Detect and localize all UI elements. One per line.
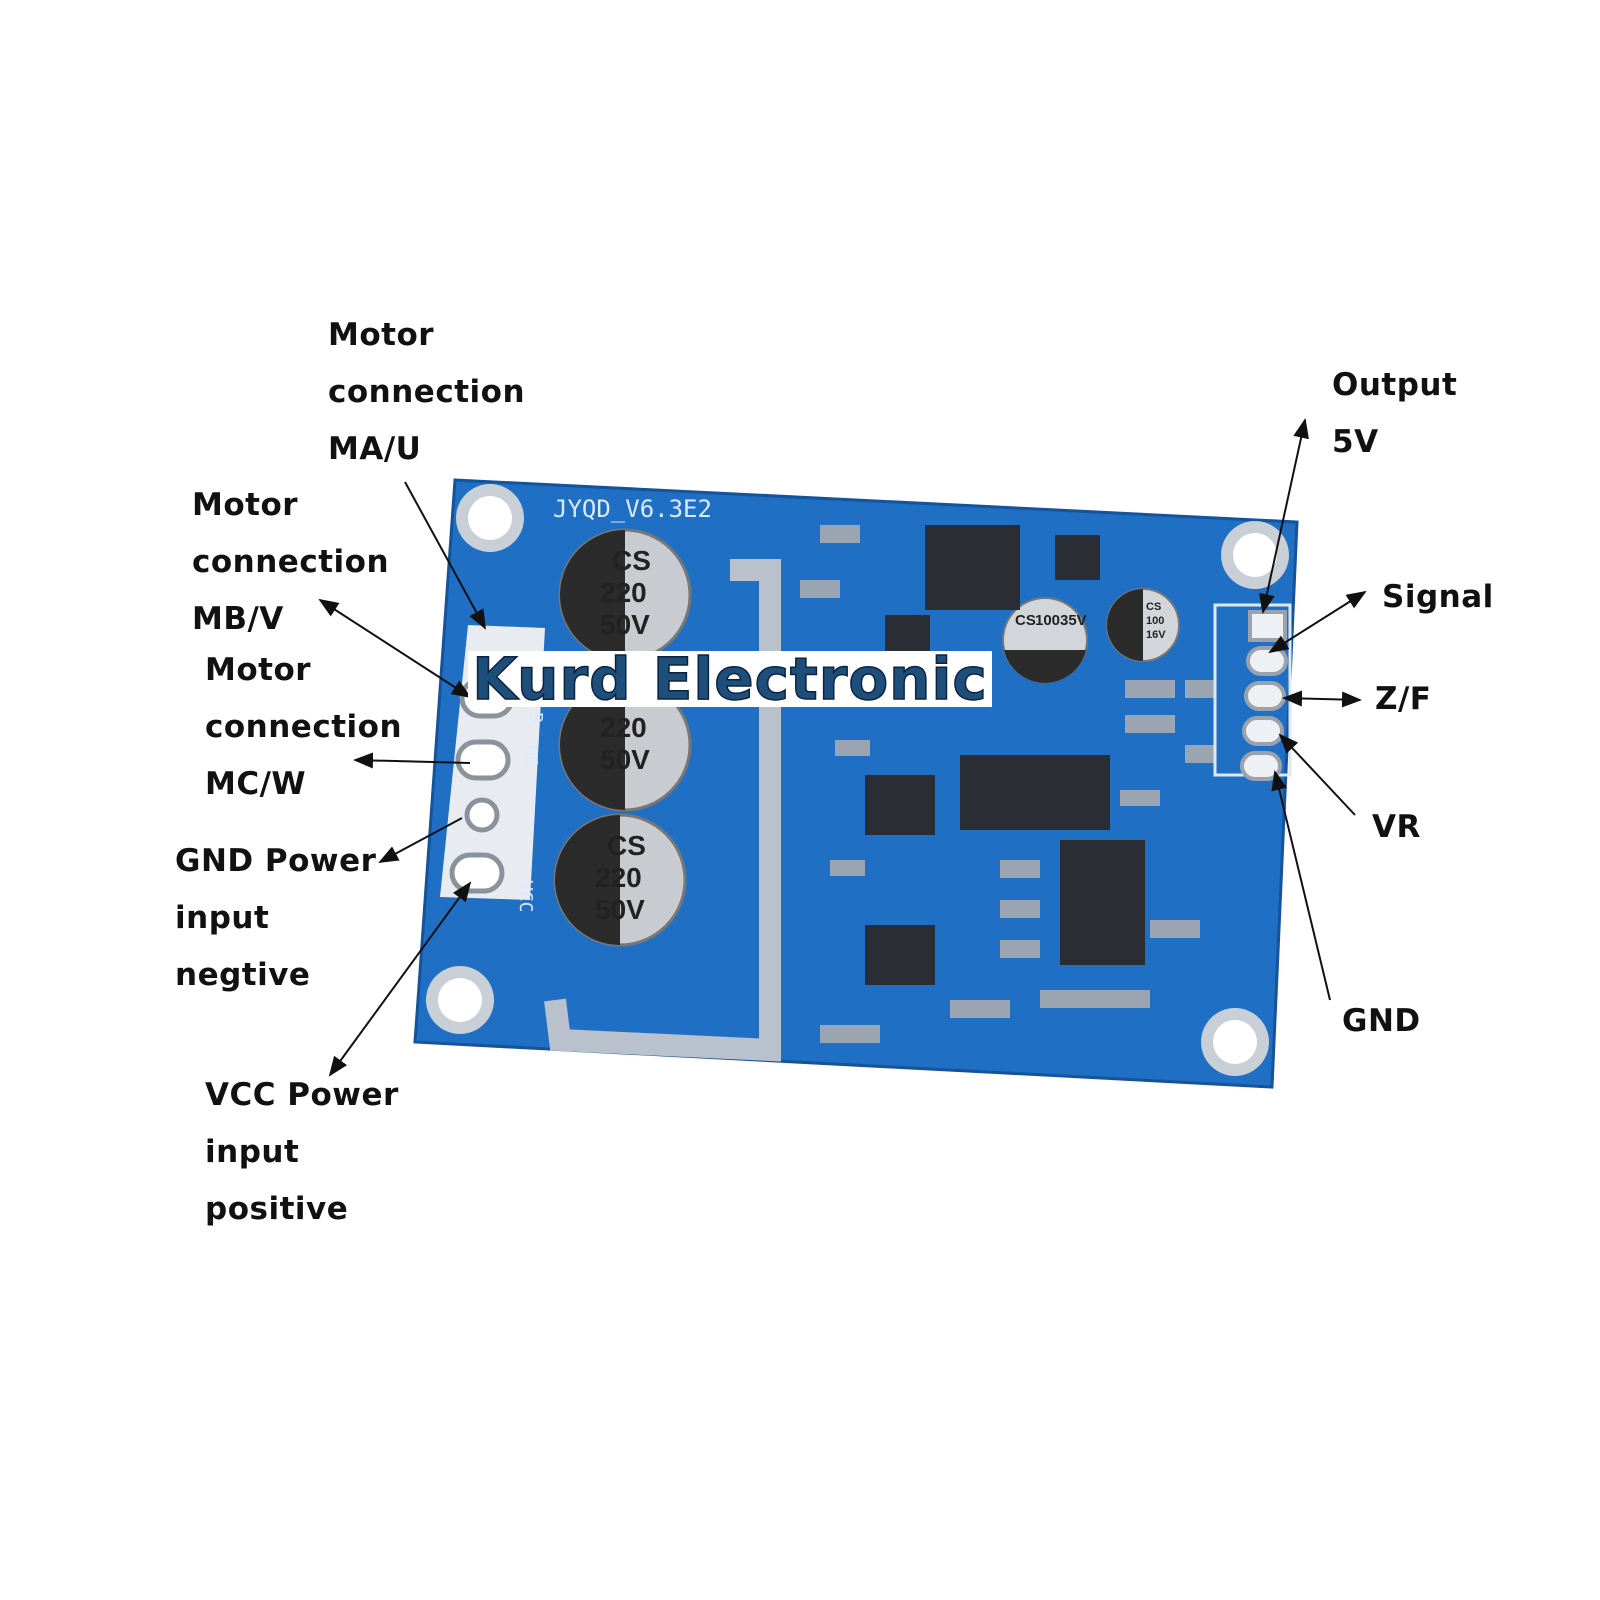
label-line: MC/W xyxy=(205,766,307,802)
label-signal: Signal xyxy=(1382,569,1494,626)
svg-text:50V: 50V xyxy=(595,894,645,925)
arrow-mc-w xyxy=(353,752,471,769)
arrow-vr xyxy=(1278,733,1356,816)
board-model-label: JYQD_V6.3E2 xyxy=(553,495,712,523)
watermark-banner: Kurd Electronic xyxy=(468,645,992,713)
label-line: MA/U xyxy=(328,431,422,467)
label-motor-ma-u: Motor connection MA/U xyxy=(328,307,525,478)
svg-text:50V: 50V xyxy=(600,744,650,775)
label-motor-mc-w: Motor connection MC/W xyxy=(205,642,402,813)
svg-text:16V: 16V xyxy=(1146,629,1166,641)
pcb-board xyxy=(413,478,1299,1089)
svg-text:100: 100 xyxy=(1035,612,1060,629)
arrow-vcc-power xyxy=(328,881,472,1077)
arrow-output-5v xyxy=(1259,418,1309,614)
arrow-signal xyxy=(1268,590,1367,654)
label-line: connection xyxy=(328,374,526,410)
label-line: Motor xyxy=(205,652,312,688)
capacitor-1: CS 220 50V xyxy=(558,528,692,662)
label-vcc-power: VCC Power input positive xyxy=(205,1067,399,1238)
capacitor-5: CS 100 16V xyxy=(1106,588,1180,662)
label-line: Z/F xyxy=(1375,681,1432,717)
capacitor-4: CS 100 35V xyxy=(1002,597,1088,683)
label-zf: Z/F xyxy=(1375,671,1431,728)
terminal-mark-b: B xyxy=(525,712,546,723)
terminal-mark-mc: MC xyxy=(520,745,541,767)
label-line: VR xyxy=(1372,809,1421,845)
label-line: negtive xyxy=(175,957,311,993)
label-gnd: GND xyxy=(1342,993,1421,1050)
svg-text:35V: 35V xyxy=(1060,612,1087,629)
label-motor-mb-v: Motor connection MB/V xyxy=(192,477,389,648)
label-line: Motor xyxy=(328,317,435,353)
label-line: connection xyxy=(192,544,390,580)
label-vr: VR xyxy=(1372,799,1421,856)
label-line: MB/V xyxy=(192,601,284,637)
label-line: input xyxy=(175,900,270,936)
svg-text:CS: CS xyxy=(1015,612,1036,629)
label-line: positive xyxy=(205,1191,349,1227)
arrow-zf xyxy=(1282,690,1362,708)
svg-text:CS: CS xyxy=(607,830,646,861)
ic-chips xyxy=(865,525,1145,985)
svg-text:CS: CS xyxy=(612,545,651,576)
terminal-mark-vcc: VCC xyxy=(515,880,536,913)
arrow-gnd-power xyxy=(378,817,463,863)
svg-text:CS: CS xyxy=(1146,601,1161,613)
label-line: input xyxy=(205,1134,300,1170)
label-output-5v: Output 5V xyxy=(1332,357,1457,471)
capacitor-2: 220 50V xyxy=(558,678,692,812)
label-line: VCC Power xyxy=(205,1077,399,1113)
label-line: Signal xyxy=(1382,579,1494,615)
callout-arrows xyxy=(318,418,1367,1077)
capacitor-3: CS 220 50V xyxy=(553,813,687,947)
label-line: GND xyxy=(1342,1003,1421,1039)
label-line: Output xyxy=(1332,367,1458,403)
svg-text:220: 220 xyxy=(600,577,647,608)
svg-text:220: 220 xyxy=(595,862,642,893)
svg-text:50V: 50V xyxy=(600,609,650,640)
label-line: connection xyxy=(205,709,403,745)
svg-text:220: 220 xyxy=(600,712,647,743)
watermark-text: Kurd Electronic xyxy=(471,645,988,713)
label-line: Motor xyxy=(192,487,299,523)
solder-trace xyxy=(544,559,781,1062)
label-gnd-power: GND Power input negtive xyxy=(175,833,376,1004)
label-line: 5V xyxy=(1332,424,1379,460)
svg-text:100: 100 xyxy=(1146,615,1164,627)
smd-components xyxy=(800,525,1215,1043)
label-line: GND Power xyxy=(175,843,377,879)
arrow-gnd xyxy=(1271,770,1331,1001)
arrow-mb-v xyxy=(318,598,472,699)
